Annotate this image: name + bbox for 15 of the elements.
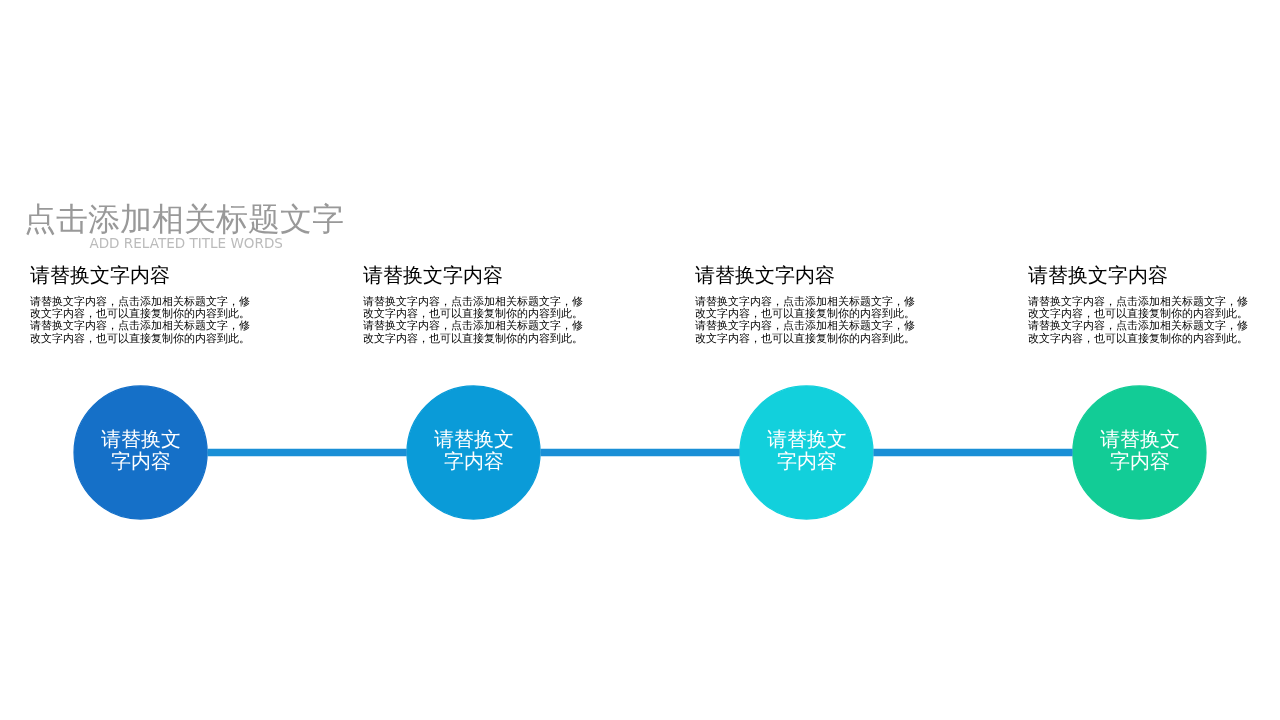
node-circle: 请替换文字内容 xyxy=(73,385,208,520)
node-circle: 请替换文字内容 xyxy=(1072,385,1207,520)
label: 请替换文字内容，点击添加相关标题文字，修改文字内容，也可以直接复制你的内容到此。请替换文字内容，点击添加相关标题文字，修改文字内容，也可以直接复制你的内容到此。 xyxy=(695,294,916,345)
node-circle: 请替换文字内容 xyxy=(739,385,874,520)
label: 请替换文字内容 xyxy=(362,264,503,288)
node-circle: 请替换文字内容 xyxy=(406,385,541,520)
connector xyxy=(540,448,740,457)
label: 请替换文字内容 xyxy=(29,264,170,288)
label: 请替换文字内容 xyxy=(1028,264,1169,288)
connector xyxy=(207,448,407,457)
label: 请替换文字内容，点击添加相关标题文字，修改文字内容，也可以直接复制你的内容到此。请替换文字内容，点击添加相关标题文字，修改文字内容，也可以直接复制你的内容到此。 xyxy=(29,294,250,345)
label: 请替换文字内容 xyxy=(695,264,836,288)
connector xyxy=(873,448,1073,457)
label: 请替换文字内容，点击添加相关标题文字，修改文字内容，也可以直接复制你的内容到此。请替换文字内容，点击添加相关标题文字，修改文字内容，也可以直接复制你的内容到此。 xyxy=(362,294,583,345)
label: 请替换文字内容，点击添加相关标题文字，修改文字内容，也可以直接复制你的内容到此。请替换文字内容，点击添加相关标题文字，修改文字内容，也可以直接复制你的内容到此。 xyxy=(1028,294,1249,345)
